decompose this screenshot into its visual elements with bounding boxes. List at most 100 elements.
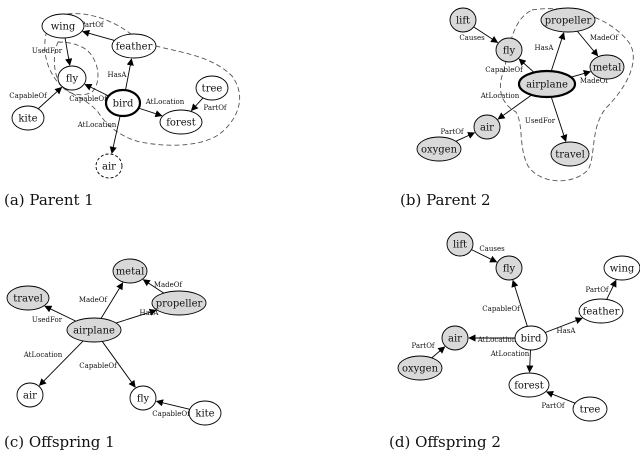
node-label-parent2-metal: metal: [593, 63, 622, 74]
node-parent1-feather: [111, 33, 157, 59]
edge-parent2-airplane-fly: [518, 58, 535, 73]
edge-offspring2-bird-forest: [526, 349, 534, 373]
edge-label-parent1-feather-wing: PartOf: [80, 21, 104, 29]
node-offspring1-fly: [129, 385, 157, 411]
node-label-offspring1-air: air: [23, 391, 37, 402]
edge-offspring2-lift-fly: [471, 249, 498, 263]
node-label-offspring1-travel: travel: [13, 294, 43, 305]
node-label-offspring2-fly: fly: [503, 264, 516, 275]
edge-label-parent1-bird-fly: CapableOf: [69, 95, 108, 103]
node-parent2-propeller: [540, 7, 596, 33]
node-offspring2-bird: [514, 325, 548, 351]
node-offspring2-oxygen: [397, 355, 443, 381]
edge-parent1-wing-fly: [64, 37, 73, 66]
node-label-parent2-travel: travel: [555, 150, 585, 161]
node-offspring1-kite: [188, 400, 222, 426]
edge-label-offspring1-airplane-propeller: HasA: [140, 309, 160, 317]
node-parent2-travel: [550, 141, 590, 167]
edge-label-offspring1-airplane-fly: CapableOf: [79, 362, 118, 370]
node-label-offspring2-bird: bird: [521, 334, 542, 345]
edge-label-offspring1-kite-fly: CapableOf: [152, 410, 191, 418]
node-parent1-kite: [11, 105, 45, 131]
node-label-parent2-oxygen: oxygen: [421, 145, 458, 156]
node-parent2-metal: [589, 54, 625, 80]
caption-offspring1: (c) Offspring 1: [4, 433, 115, 451]
edge-label-parent2-lift-fly: Causes: [459, 34, 485, 42]
node-label-parent1-wing: wing: [51, 22, 76, 33]
node-parent2-air: [473, 114, 501, 140]
node-label-offspring2-oxygen: oxygen: [402, 364, 439, 375]
edge-label-parent1-tree-forest: PartOf: [203, 104, 227, 112]
node-label-parent1-kite: kite: [18, 114, 37, 125]
node-label-parent2-air: air: [480, 123, 494, 134]
node-parent2-lift: [449, 7, 477, 33]
edge-offspring2-bird-fly: [511, 279, 528, 327]
node-label-offspring1-kite: kite: [195, 409, 214, 420]
edge-label-parent2-airplane-fly: CapableOf: [485, 66, 524, 74]
node-label-offspring2-wing: wing: [610, 264, 635, 275]
edge-offspring2-tree-forest: [545, 390, 576, 404]
edge-label-parent2-propeller-metal: MadeOf: [590, 34, 620, 42]
node-parent1-air: [95, 153, 123, 179]
edge-offspring1-airplane-propeller: [115, 308, 157, 324]
cluster-outline-parent2: [500, 8, 634, 182]
node-label-offspring2-feather: feather: [583, 307, 620, 318]
edge-offspring2-feather-wing: [606, 279, 617, 300]
node-label-parent1-forest: forest: [166, 118, 196, 129]
node-offspring2-forest: [508, 372, 550, 398]
edge-parent1-bird-air: [109, 115, 121, 154]
edge-label-offspring1-airplane-air: AtLocation: [23, 351, 63, 359]
edge-label-offspring2-bird-forest: AtLocation: [490, 350, 530, 358]
node-parent2-oxygen: [416, 136, 462, 162]
edge-label-parent1-wing-fly: UsedFor: [32, 47, 63, 55]
node-parent2-airplane: [517, 69, 577, 99]
edge-offspring2-bird-feather: [545, 317, 583, 333]
node-label-offspring2-air: air: [448, 334, 462, 345]
edge-parent1-tree-forest: [190, 97, 204, 112]
node-label-parent1-air: air: [102, 162, 116, 173]
node-label-parent1-tree: tree: [202, 84, 223, 95]
edge-parent1-bird-feather: [125, 58, 134, 91]
edge-label-parent2-airplane-propeller: HasA: [535, 44, 555, 52]
edge-parent2-airplane-travel: [550, 96, 568, 142]
node-label-offspring1-propeller: propeller: [156, 299, 203, 310]
node-offspring2-feather: [578, 298, 624, 324]
node-parent1-wing: [41, 13, 85, 39]
edge-label-parent1-bird-forest: AtLocation: [145, 98, 185, 106]
node-offspring1-metal: [112, 258, 148, 284]
edge-parent2-airplane-propeller: [550, 32, 566, 72]
node-label-offspring2-forest: forest: [514, 381, 544, 392]
edge-parent2-airplane-air: [497, 94, 533, 120]
node-offspring1-air: [16, 382, 44, 408]
edge-label-offspring1-airplane-travel: UsedFor: [32, 316, 63, 324]
cluster-outline-parent1-left: [53, 41, 99, 96]
node-label-offspring1-metal: metal: [116, 267, 145, 278]
edge-label-offspring1-airplane-metal: MadeOf: [79, 296, 109, 304]
node-label-offspring2-lift: lift: [453, 240, 467, 251]
edge-label-offspring2-tree-forest: PartOf: [541, 402, 565, 410]
edge-parent1-kite-fly: [37, 86, 63, 110]
caption-offspring2: (d) Offspring 2: [389, 433, 501, 451]
edge-parent2-lift-fly: [473, 26, 499, 43]
edge-offspring1-airplane-air: [38, 340, 84, 386]
node-label-parent2-fly: fly: [503, 46, 516, 57]
node-offspring2-wing: [603, 255, 640, 281]
node-offspring2-fly: [495, 255, 523, 281]
edge-parent1-feather-wing: [82, 29, 115, 41]
caption-parent2: (b) Parent 2: [400, 191, 490, 209]
edge-parent1-bird-forest: [138, 107, 163, 118]
node-label-offspring2-tree: tree: [580, 405, 601, 416]
node-label-offspring1-airplane: airplane: [73, 326, 115, 337]
caption-parent1: (a) Parent 1: [4, 191, 94, 209]
edge-label-offspring2-oxygen-air: PartOf: [411, 342, 435, 350]
edge-offspring1-propeller-metal: [142, 279, 165, 294]
edge-label-parent1-kite-fly: CapableOf: [9, 92, 48, 100]
edge-label-offspring2-bird-air: AtLocation: [477, 336, 517, 344]
edge-label-parent2-airplane-air: AtLocation: [480, 92, 520, 100]
edge-offspring2-oxygen-air: [431, 346, 446, 359]
edge-label-offspring2-feather-wing: PartOf: [585, 286, 609, 294]
node-label-offspring1-fly: fly: [137, 394, 150, 405]
edge-label-parent2-oxygen-air: PartOf: [440, 128, 464, 136]
node-parent1-tree: [195, 75, 229, 101]
